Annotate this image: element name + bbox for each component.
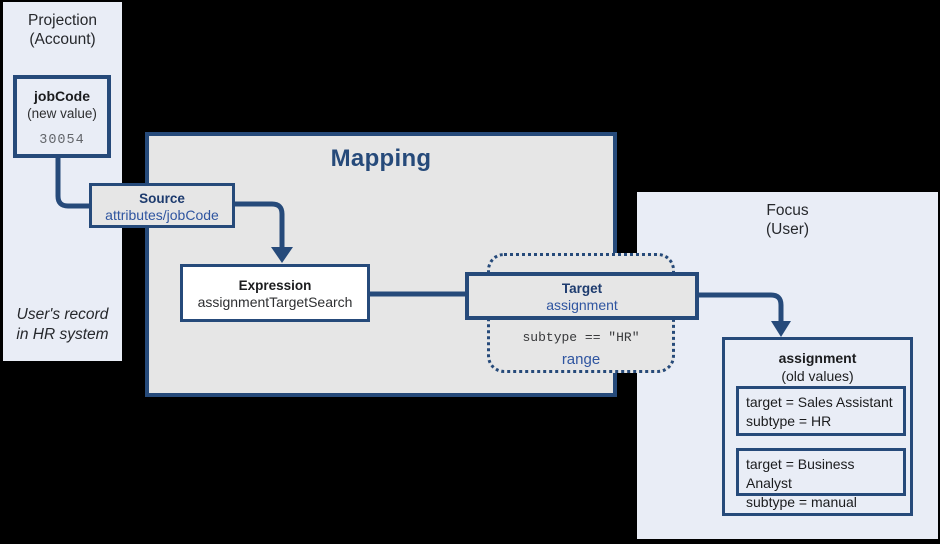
target-label: Target <box>561 281 603 296</box>
target-value: assignment <box>546 297 618 313</box>
focus-panel: Focus (User) <box>637 192 938 539</box>
expression-label: Expression <box>238 278 312 293</box>
jobcode-qualifier: (new value) <box>27 106 97 121</box>
source-value: attributes/jobCode <box>105 207 219 223</box>
assignment-value-item: target = Sales Assistant subtype = HR <box>736 386 906 436</box>
assignment-value-1-line1: target = Sales Assistant <box>746 394 893 410</box>
focus-panel-title: Focus (User) <box>637 192 938 239</box>
source-label: Source <box>139 191 185 206</box>
assignment-value-1-line2: subtype = HR <box>746 413 832 429</box>
projection-title-line1: Projection <box>28 12 97 29</box>
assignment-name: assignment <box>778 350 857 366</box>
focus-title-line1: Focus <box>766 202 809 219</box>
expression-box: Expression assignmentTargetSearch <box>180 264 370 322</box>
range-label: range <box>561 351 601 368</box>
focus-title-line2: (User) <box>765 221 810 238</box>
jobcode-name: jobCode <box>34 88 90 104</box>
assignment-box: assignment (old values) target = Sales A… <box>722 337 913 516</box>
assignment-value-item: target = Business Analyst subtype = manu… <box>736 448 906 510</box>
projection-title-line2: (Account) <box>29 31 96 48</box>
assignment-value-2-line2: subtype = manual <box>746 494 857 510</box>
caption-line1: User's record <box>16 306 109 323</box>
source-box: Source attributes/jobCode <box>89 183 235 228</box>
target-box: Target assignment <box>465 272 699 320</box>
expression-value: assignmentTargetSearch <box>197 294 353 310</box>
jobcode-box: jobCode (new value) 30054 <box>13 75 111 158</box>
projection-panel-title: Projection (Account) <box>3 2 122 49</box>
assignment-qualifier: (old values) <box>781 368 854 384</box>
caption-line2: in HR system <box>16 326 109 343</box>
projection-panel: Projection (Account) User's record in HR… <box>3 2 122 361</box>
assignment-value-2-line1: target = Business Analyst <box>746 456 855 491</box>
hr-system-caption: User's record in HR system <box>3 305 122 345</box>
jobcode-value: 30054 <box>39 133 85 148</box>
range-condition: subtype == "HR" <box>522 330 640 345</box>
mapping-title: Mapping <box>330 145 432 172</box>
